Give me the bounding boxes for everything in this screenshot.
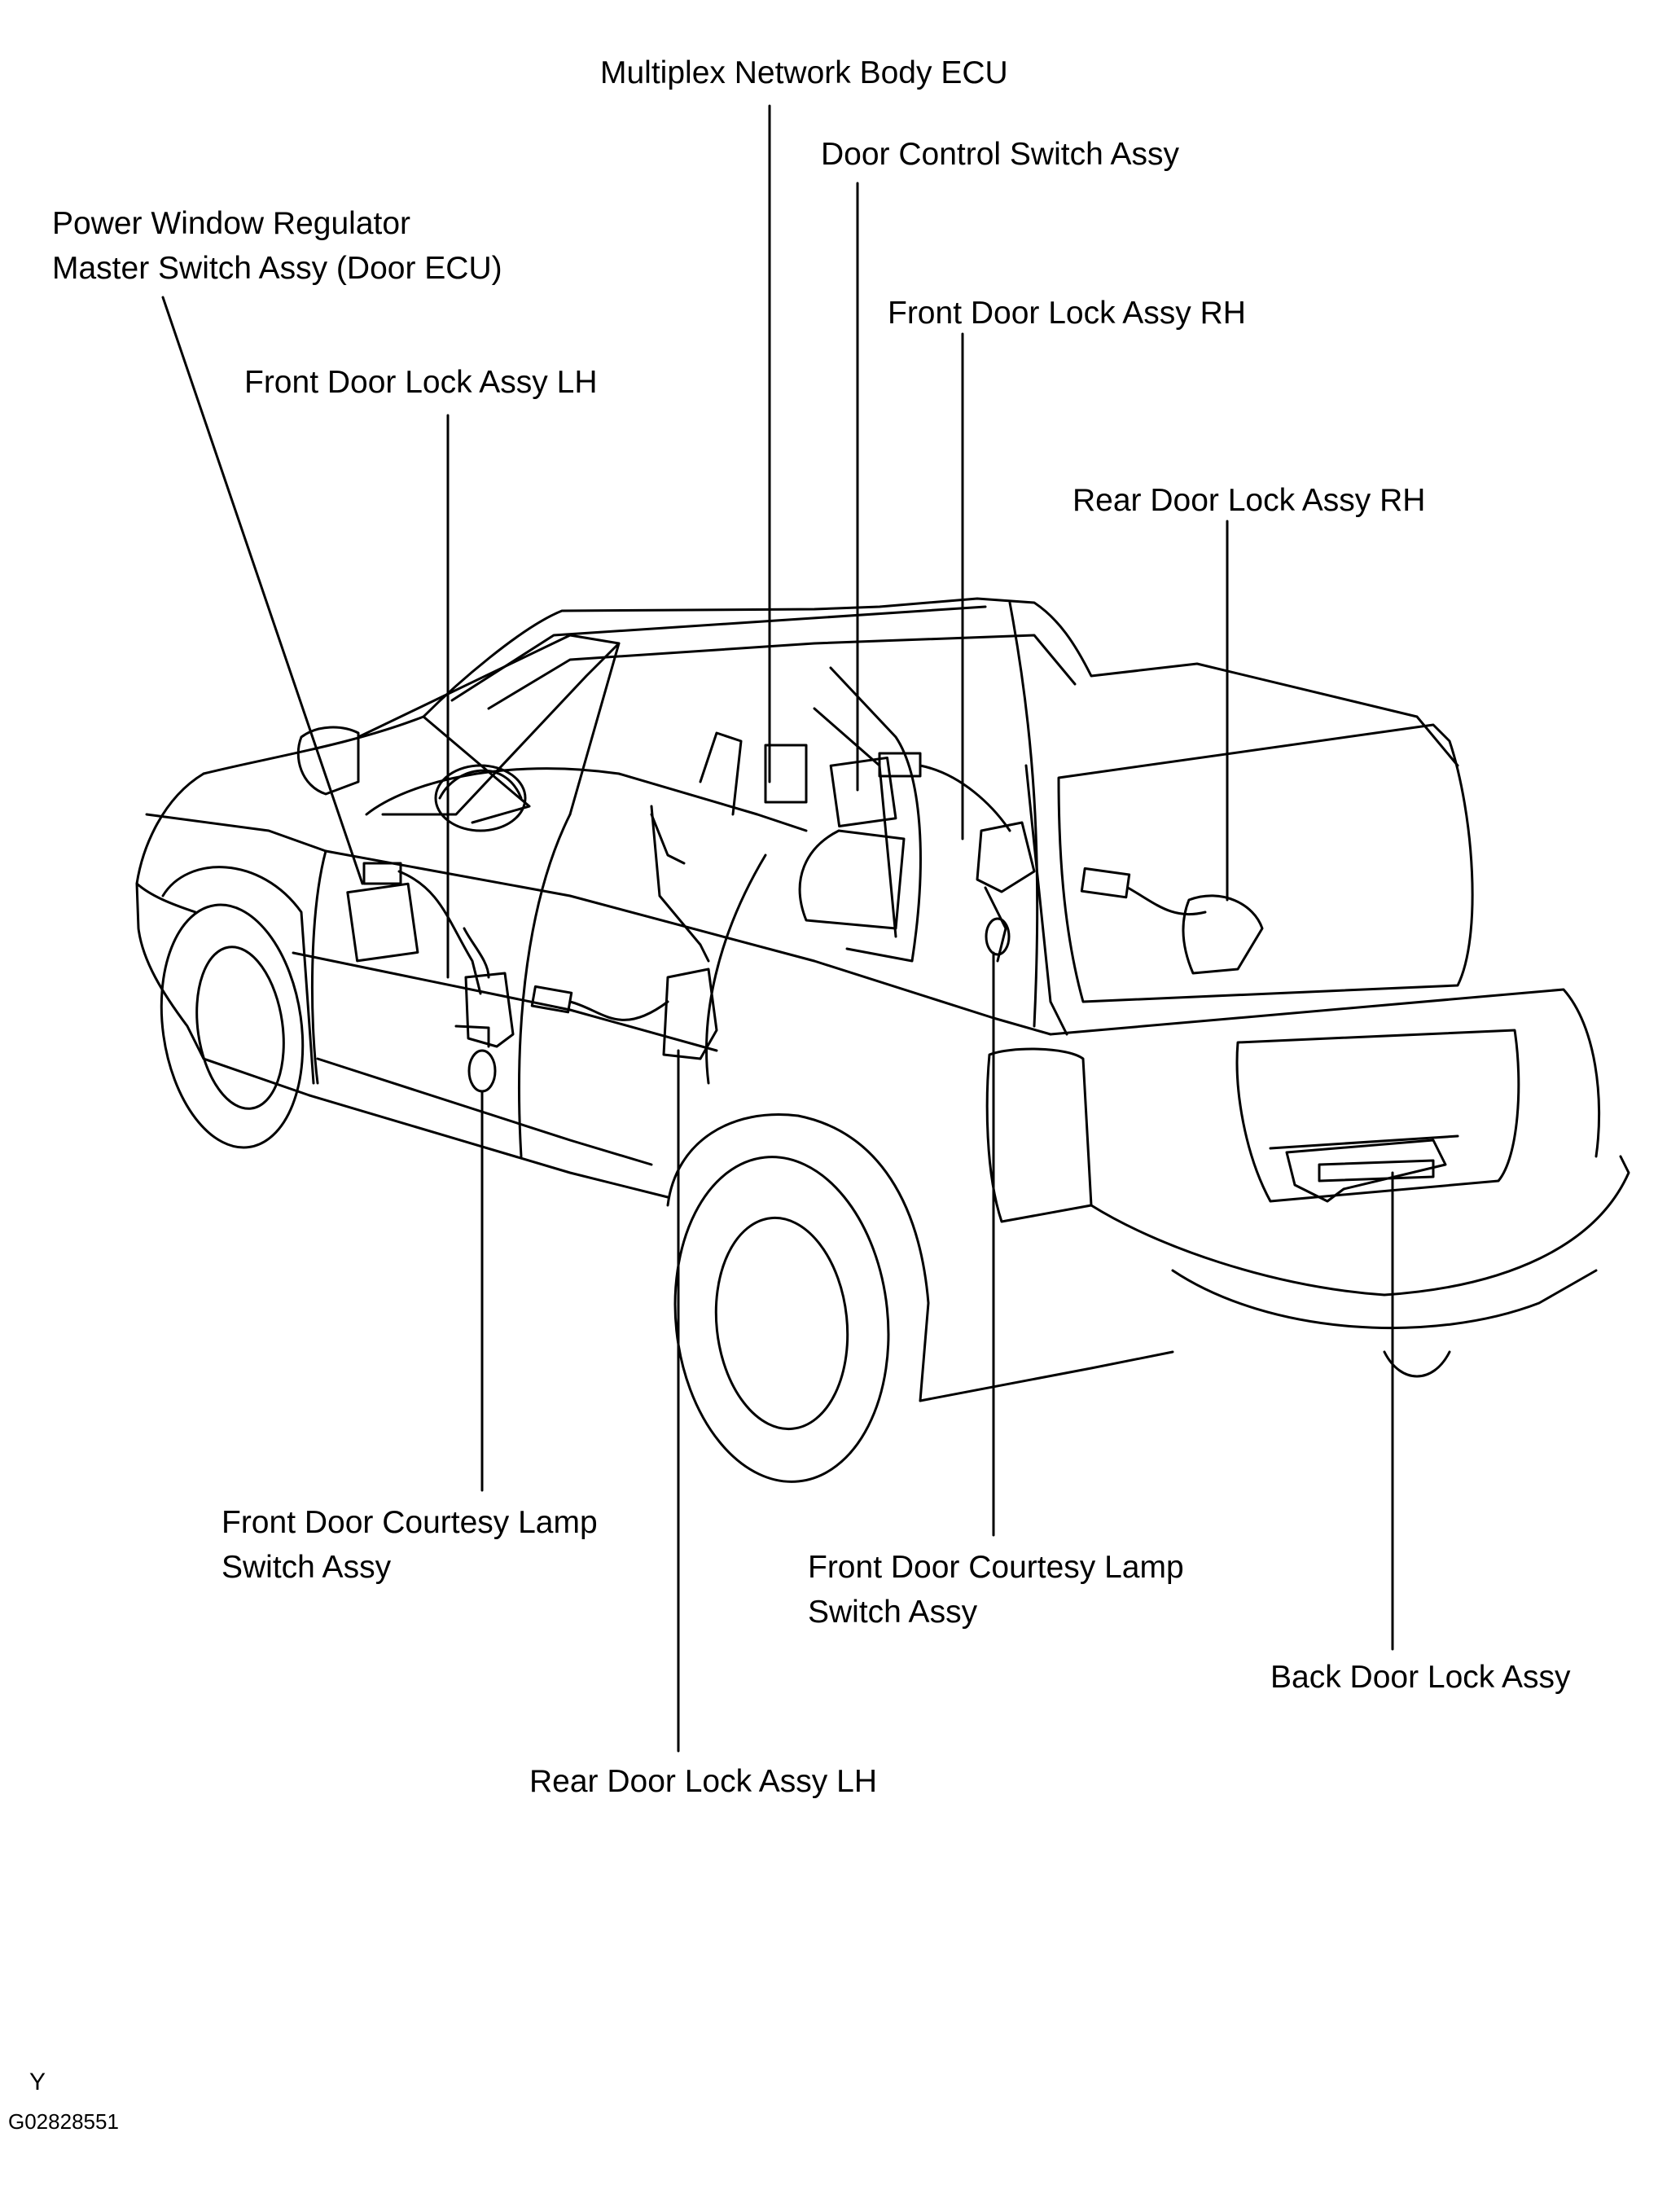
side-crease <box>292 951 718 1052</box>
rh-door-frame <box>829 666 922 963</box>
footer-letter: Y <box>29 2069 46 2095</box>
front-lock-rh-parts <box>984 886 1007 963</box>
license-recess <box>1235 1029 1520 1203</box>
rear-lock-lh-body <box>662 968 718 1060</box>
windshield <box>357 634 621 816</box>
side-mirror <box>296 726 360 796</box>
multiplex-ecu-box <box>764 744 808 804</box>
label-courtesy-lh-line2: Switch Assy <box>222 1550 392 1585</box>
dashboard <box>365 767 808 832</box>
rear-glass <box>1057 723 1474 1003</box>
front-fascia <box>135 772 205 914</box>
front-door-rear-edge <box>518 813 572 1158</box>
front-lock-lh-body <box>464 972 515 1048</box>
rear-door-edge <box>705 853 767 1085</box>
master-switch-harness <box>397 870 482 995</box>
liftgate-handle <box>1318 1159 1435 1183</box>
master-switch <box>346 882 419 963</box>
front-door-edge <box>310 849 327 1085</box>
front-lock-lh-harness <box>463 927 490 979</box>
center-console <box>650 805 710 963</box>
label-rear-lock-lh: Rear Door Lock Assy LH <box>529 1764 878 1799</box>
tail-lamp-left <box>985 1047 1093 1223</box>
leader-pw-master <box>161 296 364 885</box>
label-back-lock: Back Door Lock Assy <box>1270 1660 1571 1695</box>
front-wheel-inner <box>195 946 285 1110</box>
rear-diffuser <box>1383 1350 1451 1378</box>
rear-quarter <box>1049 988 1601 1158</box>
label-pw-master-line2: Master Switch Assy (Door ECU) <box>52 251 502 286</box>
lower-rocker-rear <box>919 1350 1174 1402</box>
rear-wheel-outer <box>673 1156 890 1483</box>
hood-outline <box>202 715 531 824</box>
roof-inner <box>487 634 1077 710</box>
label-front-lock-lh: Front Door Lock Assy LH <box>244 365 598 400</box>
c-pillar <box>1008 601 1039 1028</box>
belt-line <box>324 849 1052 1036</box>
roof-outline <box>422 597 1459 767</box>
rocker-line <box>316 1057 653 1166</box>
rear-wheel-inner <box>714 1216 849 1431</box>
label-pw-master-line1: Power Window Regulator <box>52 206 411 241</box>
front-fender-line <box>145 813 327 853</box>
front-bumper <box>135 882 311 1097</box>
label-courtesy-rh-line1: Front Door Courtesy Lamp <box>808 1550 1184 1585</box>
gear-shift <box>650 813 686 865</box>
rear-lock-rh-harness <box>1126 886 1207 916</box>
label-front-lock-rh: Front Door Lock Assy RH <box>888 296 1246 331</box>
master-switch-connector <box>362 862 402 885</box>
rear-bumper <box>1090 1155 1630 1297</box>
d-pillar <box>1024 764 1068 1036</box>
courtesy-switch-rh <box>985 917 1011 956</box>
rear-lock-rh-body <box>1182 894 1264 975</box>
front-wheel-arch <box>161 866 315 1085</box>
side-sill <box>308 1094 669 1199</box>
rear-bumper-lower <box>1171 1269 1598 1330</box>
label-rear-lock-rh: Rear Door Lock Assy RH <box>1072 483 1426 518</box>
rear-lock-rh-connector <box>1080 867 1131 899</box>
a-pillar-inner <box>568 642 621 816</box>
rh-door-window <box>798 829 906 930</box>
label-courtesy-rh-line2: Switch Assy <box>808 1595 978 1630</box>
label-door-control-switch: Door Control Switch Assy <box>821 137 1179 172</box>
front-lock-lh-bracket <box>454 1025 490 1048</box>
roof-rail <box>450 605 987 702</box>
label-multiplex-ecu: Multiplex Network Body ECU <box>600 55 1008 90</box>
door-control-switch-box <box>829 756 897 828</box>
door-control-harness <box>919 764 1011 832</box>
rear-lock-lh-harness <box>568 1000 669 1021</box>
steering-wheel <box>434 764 527 832</box>
back-lock-body <box>1285 1139 1447 1203</box>
figure-code: G02828551 <box>8 2109 119 2134</box>
front-lock-rh-body <box>976 821 1036 893</box>
seat-back <box>699 731 743 816</box>
back-lock-rod <box>1269 1134 1459 1150</box>
front-wheel-outer <box>160 903 305 1149</box>
rear-wheel-arch <box>666 1113 930 1402</box>
label-courtesy-lh-line1: Front Door Courtesy Lamp <box>222 1505 598 1540</box>
